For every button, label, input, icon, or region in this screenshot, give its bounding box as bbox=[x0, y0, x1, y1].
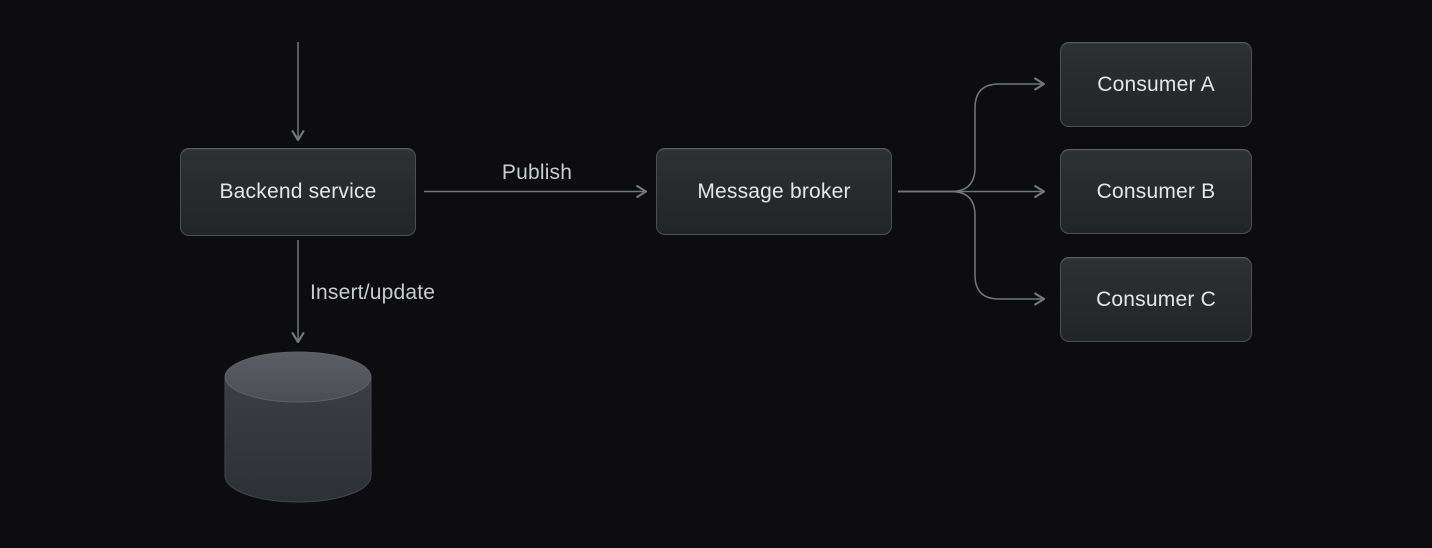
edge-broker-consumer-a-arrow bbox=[898, 77, 1046, 193]
node-backend-service: Backend service bbox=[180, 148, 416, 236]
node-consumer-a: Consumer A bbox=[1060, 42, 1252, 127]
node-backend-service-label: Backend service bbox=[219, 180, 377, 203]
node-consumer-a-label: Consumer A bbox=[1097, 72, 1215, 96]
node-message-broker-label: Message broker bbox=[697, 179, 851, 203]
edge-label-publish: Publish bbox=[501, 161, 573, 184]
node-consumer-b: Consumer B bbox=[1060, 149, 1252, 234]
edge-broker-consumer-c-arrow bbox=[898, 190, 1046, 306]
node-consumer-b-label: Consumer B bbox=[1096, 179, 1216, 203]
node-message-broker: Message broker bbox=[656, 148, 892, 235]
node-consumer-c-label: Consumer C bbox=[1096, 287, 1216, 311]
database-cylinder-icon bbox=[224, 351, 372, 503]
node-consumer-c: Consumer C bbox=[1060, 257, 1252, 342]
edge-label-insert-update: Insert/update bbox=[310, 281, 436, 304]
